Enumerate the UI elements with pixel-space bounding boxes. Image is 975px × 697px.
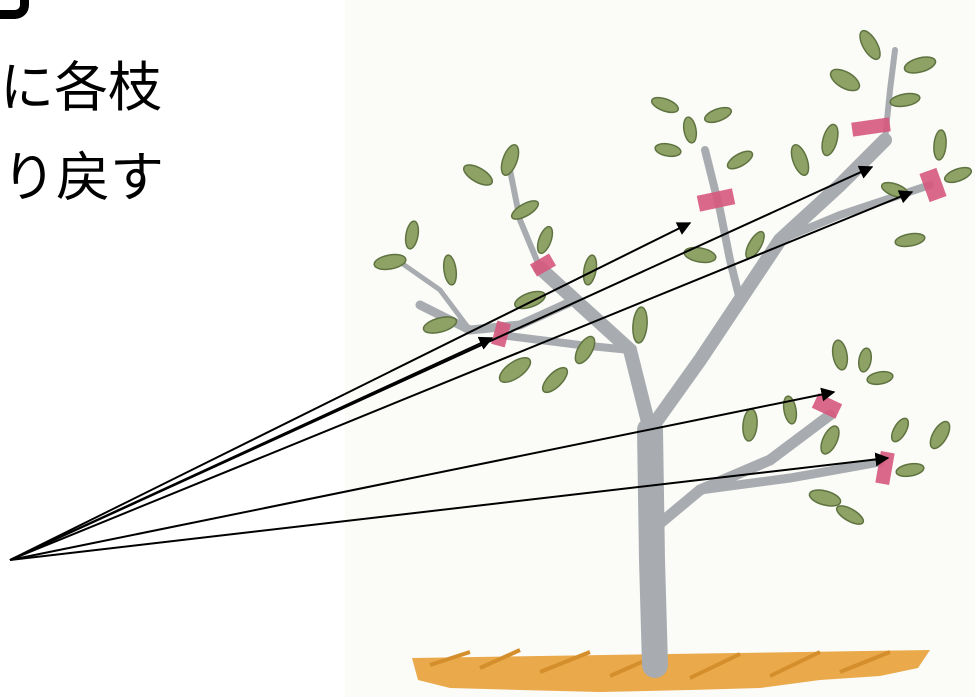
cut-marker — [811, 393, 843, 419]
arrow-icon — [9, 190, 914, 561]
caption-line-1: ように各枝 — [0, 56, 162, 119]
ground — [412, 648, 930, 692]
arrow-icon — [9, 336, 494, 561]
cut-marker — [919, 167, 947, 203]
cut-markers — [491, 117, 947, 485]
caption-cut-fragment — [0, 0, 29, 19]
arrow-icon — [9, 222, 692, 561]
caption: ように各枝 切り戻す — [0, 0, 340, 240]
arrow-icon — [9, 387, 836, 561]
cut-marker — [696, 188, 736, 212]
leaves — [373, 29, 973, 525]
cut-marker — [529, 253, 557, 277]
cut-marker — [491, 320, 511, 348]
caption-line-2: 切り戻す — [0, 146, 164, 209]
arrow-icon — [9, 452, 890, 561]
cut-marker — [851, 117, 891, 137]
annotation-arrows — [9, 165, 914, 561]
